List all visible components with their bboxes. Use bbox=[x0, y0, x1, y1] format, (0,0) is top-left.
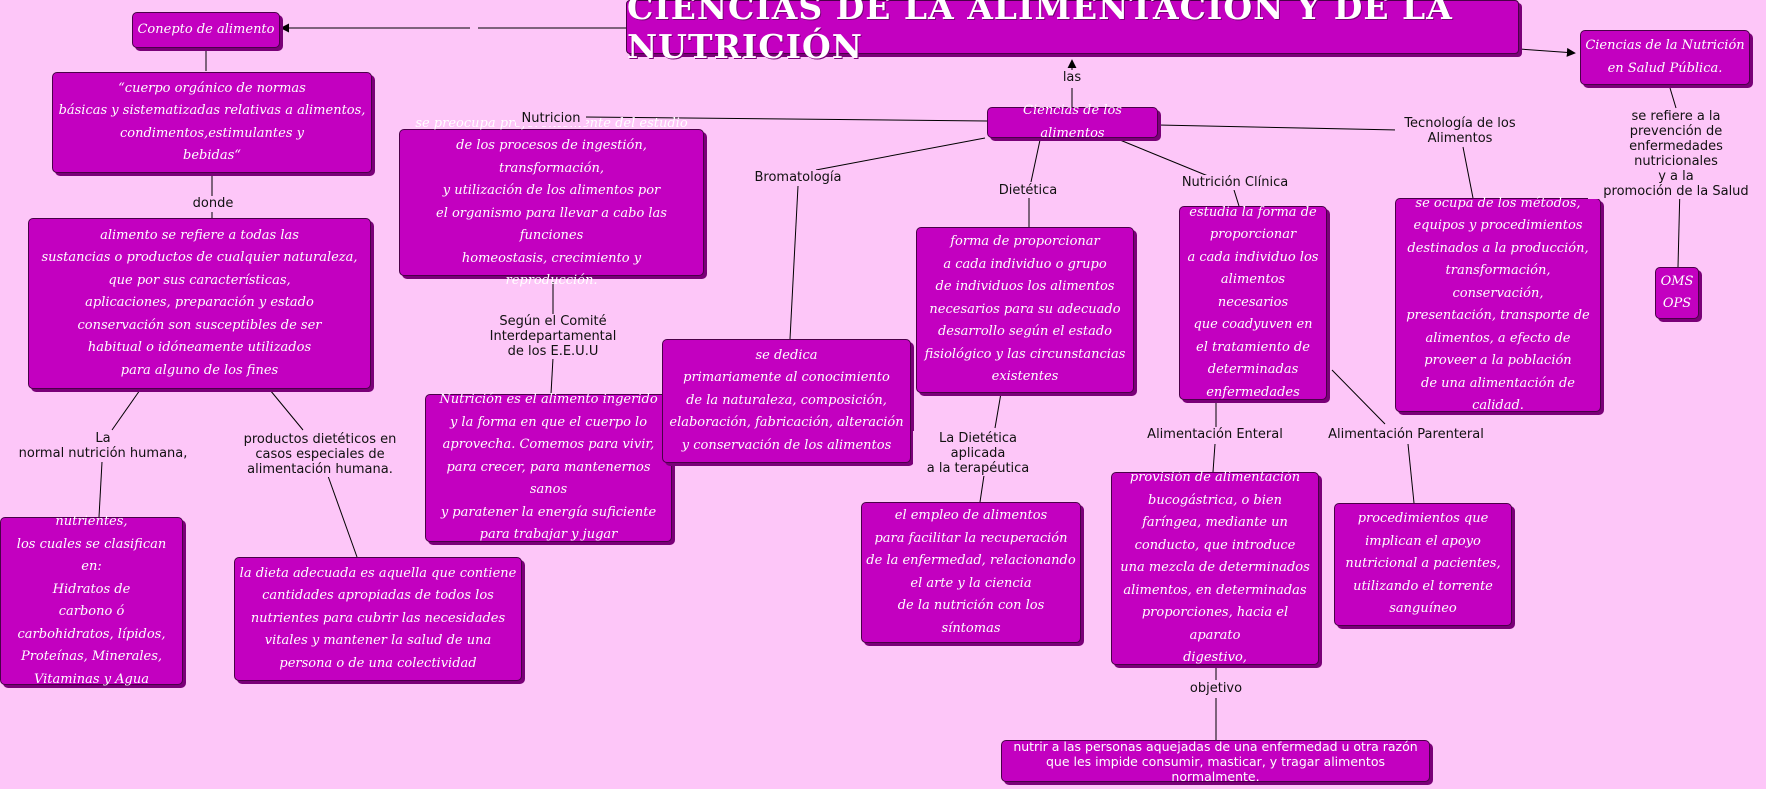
link-label-nutricion: Nutricion bbox=[516, 111, 586, 126]
link-label-alimentacion-parenteral: Alimentación Parenteral bbox=[1328, 427, 1484, 442]
concept-node-tecnologia[interactable]: se ocupa de los métodos, equipos y proce… bbox=[1395, 196, 1601, 413]
link-label-comite: Según el Comité Interdepartamental de lo… bbox=[488, 314, 618, 359]
concept-node-dieta-adecuada[interactable]: la dieta adecuada es aquella que contien… bbox=[234, 557, 522, 681]
link-label-tecnologia: Tecnología de los Alimentos bbox=[1395, 116, 1525, 146]
concept-node-nutricion-clinica[interactable]: estudia la forma de proporcionar a cada … bbox=[1179, 205, 1327, 400]
concept-node-salud-publica[interactable]: Ciencias de la Nutrición en Salud Públic… bbox=[1580, 30, 1750, 85]
concept-node-alimentacion-parenteral[interactable]: procedimientos que implican el apoyo nut… bbox=[1334, 503, 1512, 626]
concept-node-alimento[interactable]: alimento se refiere a todas las sustanci… bbox=[28, 218, 371, 389]
concept-node-nutricion-definicion[interactable]: Nutrición es el alimento ingerido y la f… bbox=[425, 392, 672, 542]
concept-node-dietetica-terapeutica[interactable]: el empleo de alimentos para facilitar la… bbox=[861, 502, 1081, 643]
concept-node-nutrientes[interactable]: nutrientes, los cuales se clasifican en:… bbox=[0, 514, 183, 687]
concept-node-oms-ops[interactable]: OMS OPS bbox=[1655, 267, 1699, 319]
link-label-dietetica-aplicada: La Dietética aplicada a la terapéutica bbox=[913, 431, 1043, 476]
link-label-objetivo: objetivo bbox=[1186, 681, 1246, 696]
link-label-alimentacion-enteral: Alimentación Enteral bbox=[1142, 427, 1288, 442]
link-label-bromatologia: Bromatología bbox=[752, 170, 844, 185]
concept-node-objetivo[interactable]: nutrir a las personas aquejadas de una e… bbox=[1001, 739, 1430, 784]
concept-node-definicion[interactable]: “cuerpo orgánico de normas básicas y sis… bbox=[52, 72, 372, 173]
concept-node-alimentacion-enteral[interactable]: provisión de alimentación bucogástrica, … bbox=[1111, 470, 1319, 665]
concept-node-dietetica[interactable]: forma de proporcionar a cada individuo o… bbox=[916, 227, 1134, 393]
link-label-prevencion: se refiere a la prevención de enfermedad… bbox=[1588, 109, 1764, 199]
link-label-dietetica: Dietética bbox=[994, 183, 1062, 198]
link-label-productos: productos dietéticos en casos especiales… bbox=[236, 432, 404, 477]
concept-node-concepto-alimento[interactable]: Conepto de alimento bbox=[132, 12, 280, 48]
link-label-donde: donde bbox=[188, 196, 238, 211]
link-label-la-normal: La normal nutrición humana, bbox=[14, 431, 192, 461]
concept-node-ciencias-alimentos[interactable]: Ciencias de los alimentos bbox=[987, 103, 1158, 141]
link-label-las: las bbox=[1058, 70, 1086, 85]
concept-node-nutricion-estudio[interactable]: se preocupa preferentemente del estudio … bbox=[399, 116, 704, 288]
concept-node-bromatologia[interactable]: se dedica primariamente al conocimiento … bbox=[662, 339, 911, 463]
map-title: CIENCIAS DE LA ALIMENTACIÒN Y DE LA NUTR… bbox=[626, 0, 1519, 66]
link-label-nutricion-clinica: Nutrición Clínica bbox=[1178, 175, 1292, 190]
